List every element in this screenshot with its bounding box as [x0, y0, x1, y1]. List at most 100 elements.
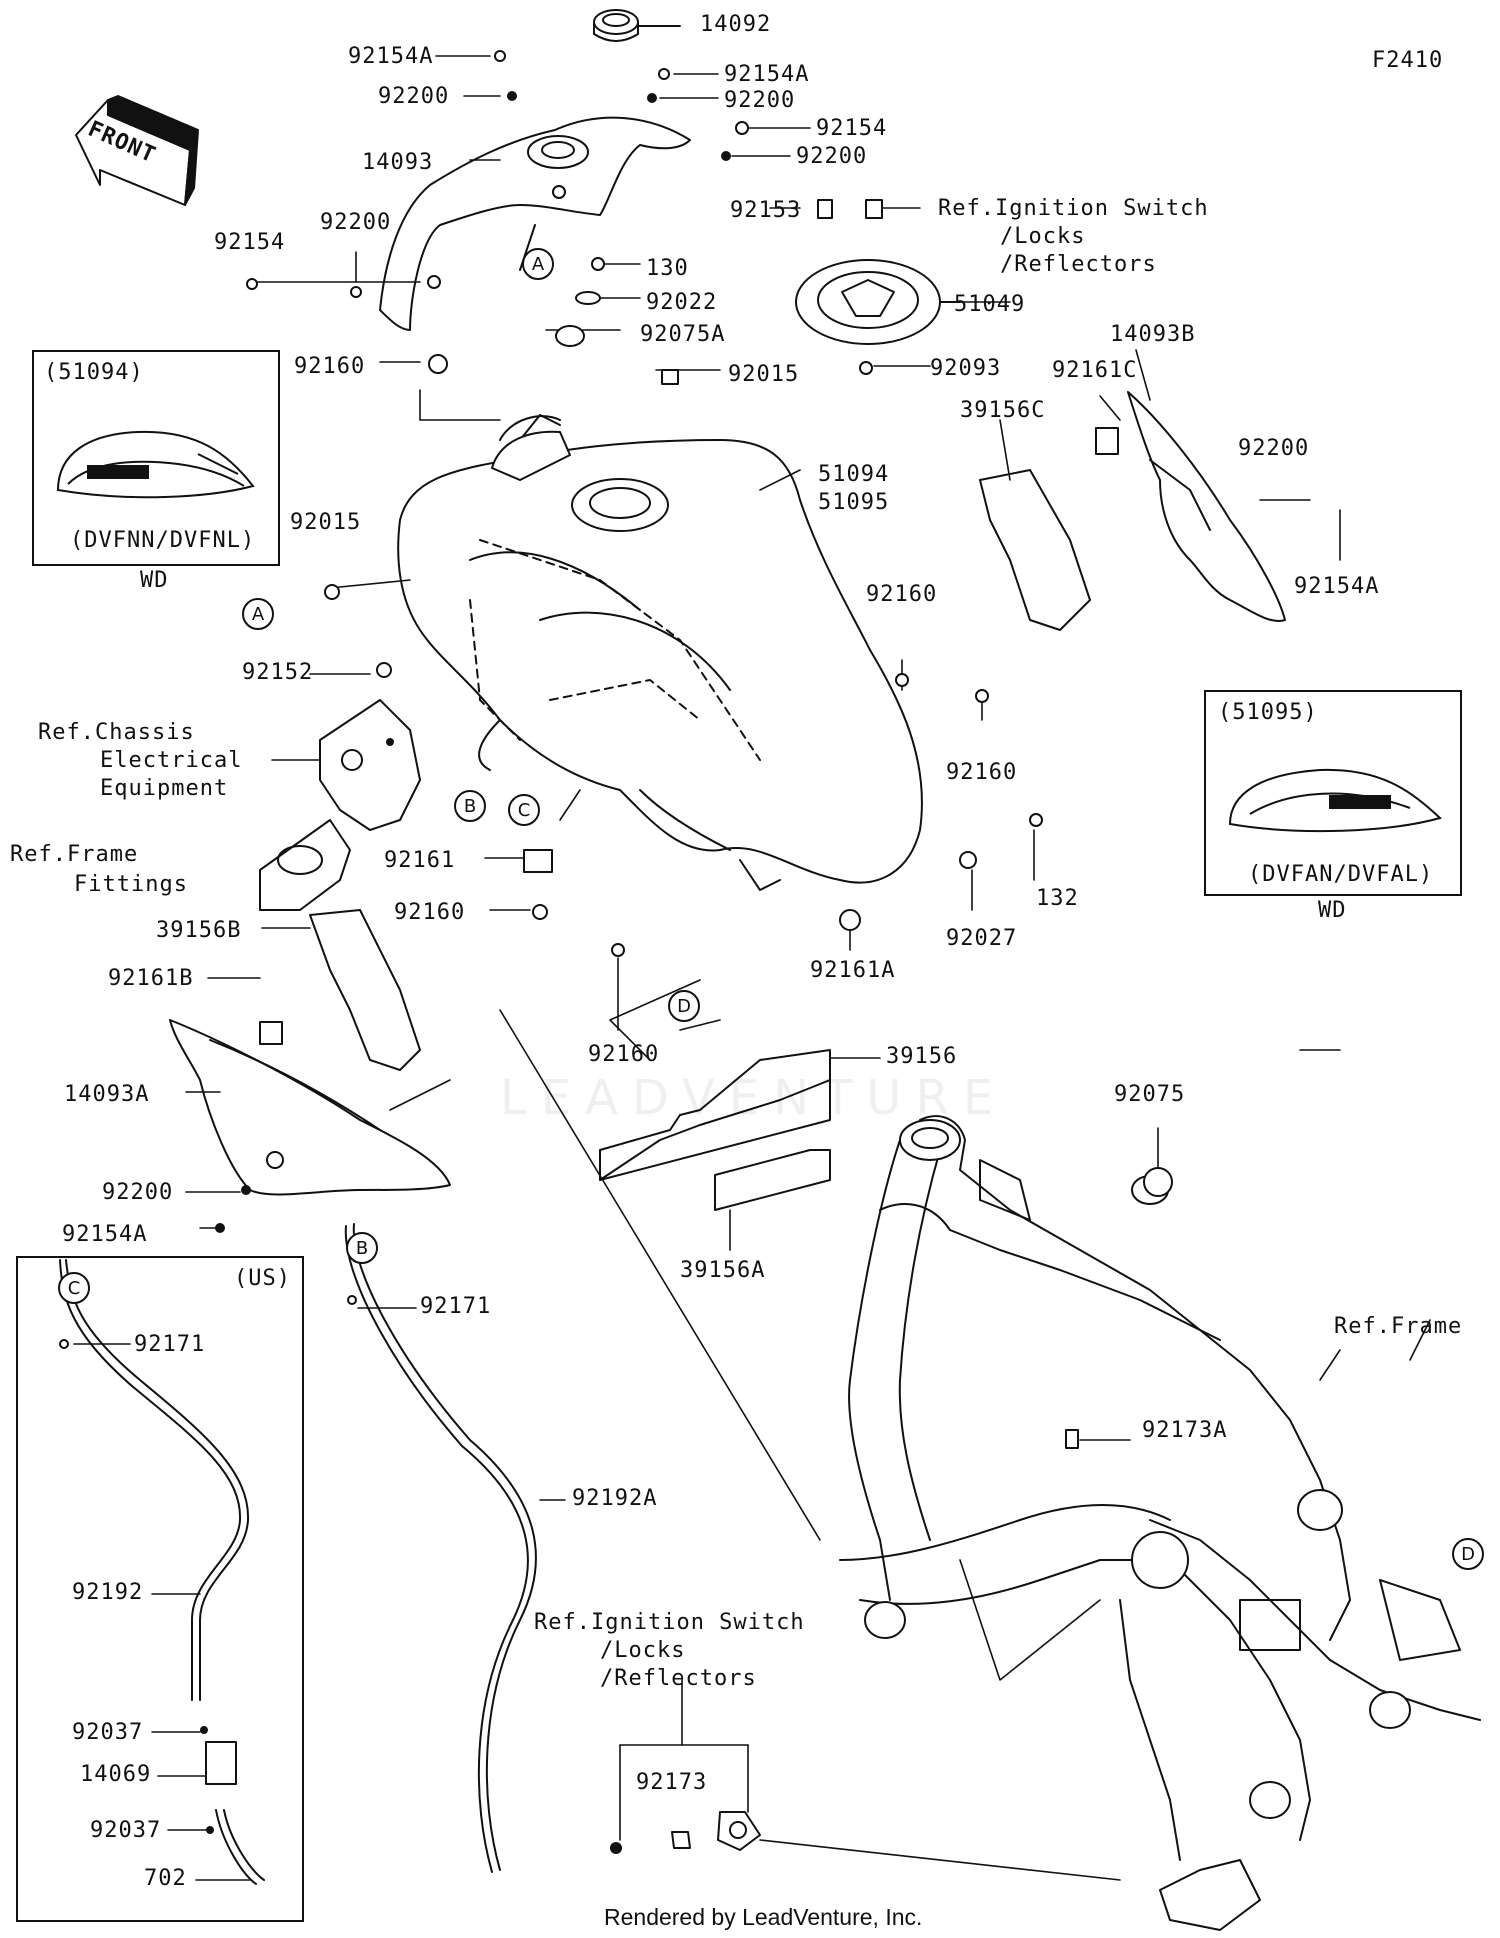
- part-92173[interactable]: 92173: [636, 1770, 708, 1795]
- part-92200[interactable]: 92200: [378, 84, 450, 109]
- ref-frame[interactable]: Ref.Frame: [1334, 1314, 1463, 1339]
- tank-variant-51094-icon: [56, 430, 255, 499]
- ref-ignition-switch-top[interactable]: Ref.Ignition Switch: [938, 196, 1209, 221]
- inset-51095-note: WD: [1318, 898, 1347, 923]
- inset-us-label: (US): [234, 1266, 291, 1291]
- part-132[interactable]: 132: [1036, 886, 1079, 911]
- part-39156[interactable]: 39156: [886, 1044, 958, 1069]
- part-51049[interactable]: 51049: [954, 292, 1026, 317]
- part-92015[interactable]: 92015: [290, 510, 362, 535]
- marker-b: B: [454, 790, 486, 822]
- part-92173A[interactable]: 92173A: [1142, 1418, 1228, 1443]
- part-92192[interactable]: 92192: [72, 1580, 144, 1605]
- part-92171[interactable]: 92171: [420, 1294, 492, 1319]
- ref-ignition-reflectors-bottom[interactable]: /Reflectors: [600, 1666, 757, 1691]
- ref-chassis[interactable]: Ref.Chassis: [38, 720, 195, 745]
- part-92160[interactable]: 92160: [866, 582, 938, 607]
- marker-b-hose: B: [346, 1232, 378, 1264]
- bracket-icon: [491, 430, 571, 481]
- part-92152[interactable]: 92152: [242, 660, 314, 685]
- part-92192A[interactable]: 92192A: [572, 1486, 658, 1511]
- ref-equipment[interactable]: Equipment: [100, 776, 229, 801]
- inset-51094-note: WD: [140, 568, 169, 593]
- part-14092[interactable]: 14092: [700, 12, 772, 37]
- fuel-cap-icon: [593, 9, 681, 42]
- us-hose-icon: [59, 1259, 265, 1885]
- ref-frame-fittings[interactable]: Ref.Frame: [10, 842, 139, 867]
- part-92171[interactable]: 92171: [134, 1332, 206, 1357]
- rubber-block-icon: [599, 1049, 831, 1211]
- part-92161C[interactable]: 92161C: [1052, 358, 1138, 383]
- marker-a-top: A: [522, 248, 554, 280]
- marker-c: C: [508, 794, 540, 826]
- part-130[interactable]: 130: [646, 256, 689, 281]
- tank-variant-51095-icon: [1228, 768, 1442, 833]
- inset-51094-code: (51094): [44, 360, 144, 385]
- part-92154A[interactable]: 92154A: [62, 1222, 148, 1247]
- part-92015[interactable]: 92015: [728, 362, 800, 387]
- inset-us: (US): [16, 1256, 304, 1922]
- part-92161B[interactable]: 92161B: [108, 966, 194, 991]
- part-92154A[interactable]: 92154A: [724, 62, 810, 87]
- part-92075A[interactable]: 92075A: [640, 322, 726, 347]
- part-92154[interactable]: 92154: [214, 230, 286, 255]
- frame-icon: [839, 1115, 1481, 1931]
- part-51094[interactable]: 51094: [818, 462, 890, 487]
- inset-51095: (51095) (DVFAN/DVFAL): [1204, 690, 1462, 896]
- left-side-cover-icon: [169, 1019, 451, 1196]
- inset-51094-variant: (DVFNN/DVFNL): [70, 528, 256, 553]
- part-92154[interactable]: 92154: [816, 116, 888, 141]
- ref-fittings[interactable]: Fittings: [74, 872, 188, 897]
- leader-lines: [73, 55, 1431, 1881]
- part-39156A[interactable]: 39156A: [680, 1258, 766, 1283]
- fuel-tank-icon: [397, 414, 923, 891]
- ref-ignition-locks-top[interactable]: /Locks: [1000, 224, 1086, 249]
- marker-c-hose: C: [58, 1272, 90, 1304]
- ref-ignition-switch-bottom[interactable]: Ref.Ignition Switch: [534, 1610, 805, 1635]
- inset-51094: (51094) (DVFNN/DVFNL): [32, 350, 280, 566]
- part-92161A[interactable]: 92161A: [810, 958, 896, 983]
- inset-51095-variant: (DVFAN/DVFAL): [1248, 862, 1434, 887]
- part-14093A[interactable]: 14093A: [64, 1082, 150, 1107]
- part-92160[interactable]: 92160: [294, 354, 366, 379]
- part-92200[interactable]: 92200: [796, 144, 868, 169]
- part-92037[interactable]: 92037: [72, 1720, 144, 1745]
- pad-39156b-icon: [309, 909, 421, 1071]
- pad-39156c-icon: [979, 469, 1091, 631]
- part-92161[interactable]: 92161: [384, 848, 456, 873]
- part-92160[interactable]: 92160: [394, 900, 466, 925]
- part-92154A[interactable]: 92154A: [348, 44, 434, 69]
- ref-electrical[interactable]: Electrical: [100, 748, 243, 773]
- part-92154A[interactable]: 92154A: [1294, 574, 1380, 599]
- part-92075[interactable]: 92075: [1114, 1082, 1186, 1107]
- diagram-id: F2410: [1372, 48, 1444, 73]
- part-92160[interactable]: 92160: [946, 760, 1018, 785]
- ignition-switch-icon: [610, 1811, 761, 1854]
- marker-d-center: D: [668, 990, 700, 1022]
- part-39156B[interactable]: 39156B: [156, 918, 242, 943]
- part-14093[interactable]: 14093: [362, 150, 434, 175]
- part-92153[interactable]: 92153: [730, 198, 802, 223]
- footer-credit: Rendered by LeadVenture, Inc.: [604, 1904, 923, 1930]
- part-92200[interactable]: 92200: [724, 88, 796, 113]
- part-92160[interactable]: 92160: [588, 1042, 660, 1067]
- part-92037[interactable]: 92037: [90, 1818, 162, 1843]
- part-92093[interactable]: 92093: [930, 356, 1002, 381]
- part-702[interactable]: 702: [144, 1866, 187, 1891]
- part-92200[interactable]: 92200: [102, 1180, 174, 1205]
- part-14093B[interactable]: 14093B: [1110, 322, 1196, 347]
- electrical-bracket-icon: [319, 699, 421, 831]
- frame-fitting-icon: [259, 819, 351, 911]
- part-92022[interactable]: 92022: [646, 290, 718, 315]
- part-14069[interactable]: 14069: [80, 1762, 152, 1787]
- part-39156C[interactable]: 39156C: [960, 398, 1046, 423]
- right-side-cover-icon: [1095, 391, 1286, 622]
- ref-ignition-locks-bottom[interactable]: /Locks: [600, 1638, 686, 1663]
- marker-d-frame: D: [1452, 1538, 1484, 1570]
- part-92027[interactable]: 92027: [946, 926, 1018, 951]
- ref-ignition-reflectors-top[interactable]: /Reflectors: [1000, 252, 1157, 277]
- part-92200[interactable]: 92200: [320, 210, 392, 235]
- part-51095[interactable]: 51095: [818, 490, 890, 515]
- part-92200[interactable]: 92200: [1238, 436, 1310, 461]
